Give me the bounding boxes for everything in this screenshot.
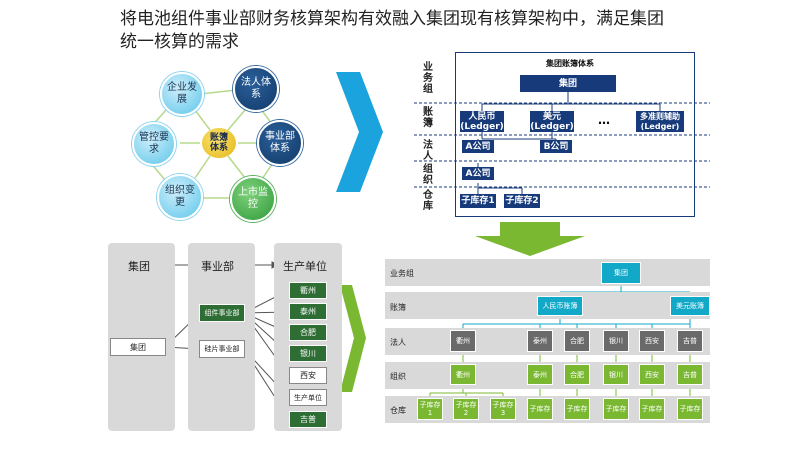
matrix-org-taizhou: 泰州 (527, 364, 553, 385)
matrix-org-jipu: 吉普 (677, 364, 703, 385)
matrix-org-yinchuan: 银川 (603, 364, 629, 385)
cycle-node-enterprise-dev: 企业发 展 (160, 72, 204, 116)
flow-division-module: 组件事业部 (199, 304, 245, 322)
matrix-legal-xian: 西安 (639, 330, 665, 352)
ledger-org-a: A公司 (462, 167, 494, 180)
matrix-warehouse-3: 子库存 3 (490, 398, 516, 420)
ledger-frame (455, 52, 695, 217)
transform-arrow-down (475, 222, 585, 256)
matrix-legal-jipu: 吉普 (677, 330, 703, 352)
matrix-legal-hefei: 合肥 (564, 330, 590, 352)
flow-division-wafer: 硅片事业部 (199, 340, 245, 358)
flow-header-unit: 生产单位 (283, 260, 327, 273)
ledger-legal-a: A公司 (462, 140, 494, 153)
flow-column-group (108, 243, 175, 431)
cycle-center-ledger: 账簿 体系 (202, 128, 236, 158)
flow-unit-yinchuan: 银川 (289, 345, 327, 362)
flow-unit-quzhou: 衢州 (289, 282, 327, 299)
matrix-legal-taizhou: 泰州 (527, 330, 553, 352)
flow-unit-hefei: 合肥 (289, 324, 327, 341)
transform-arrow-bottom (340, 285, 366, 392)
matrix-row-label-business-group: 业务组 (390, 269, 414, 278)
ledger-row-label-ledger: 账簿 (423, 107, 433, 129)
ledger-multi-gaap: 多准则辅助 (Ledger) (636, 111, 684, 132)
matrix-legal-quzhou: 衢州 (450, 330, 476, 352)
ledger-title: 集团账簿体系 (546, 59, 594, 68)
flow-unit-xian: 西安 (289, 367, 327, 384)
matrix-book-cny: 人民币账簿 (537, 296, 583, 316)
page-title: 将电池组件事业部财务核算架构有效融入集团现有核算架构中，满足集团统一核算的需求 (120, 9, 664, 52)
matrix-org-hefei: 合肥 (564, 364, 590, 385)
matrix-book-usd: 美元账簿 (670, 296, 710, 316)
matrix-row-label-legal: 法人 (390, 338, 406, 347)
cycle-node-label: 组织变 更 (165, 185, 195, 208)
matrix-warehouse-4: 子库存 (527, 398, 553, 420)
flow-unit-production: 生产单位 (289, 389, 327, 406)
matrix-row-label-warehouse: 仓库 (390, 406, 406, 415)
transform-arrow-top (336, 72, 383, 192)
matrix-warehouse-6: 子库存 (603, 398, 629, 420)
cycle-node-division-system: 事业部 体系 (257, 120, 303, 166)
matrix-warehouse-5: 子库存 (564, 398, 590, 420)
flow-header-division: 事业部 (201, 260, 234, 273)
cycle-node-listing-monitor: 上市监 控 (230, 176, 276, 222)
ledger-row-label-business-group: 业务组 (423, 62, 433, 95)
cycle-node-label: 法人体 系 (241, 77, 271, 100)
ledger-row-label-warehouse: 仓库 (423, 190, 433, 212)
ledger-row-label-legal: 法人 (423, 140, 433, 162)
cycle-node-label: 事业部 体系 (265, 131, 295, 154)
cycle-node-label: 管控要 求 (139, 132, 169, 155)
flow-column-division (188, 243, 255, 431)
matrix-group: 集团 (601, 262, 641, 284)
ledger-row-label-org: 组织 (423, 164, 433, 186)
ledger-warehouse-2: 子库存2 (504, 194, 540, 208)
matrix-row-label-org: 组织 (390, 372, 406, 381)
matrix-legal-yinchuan: 银川 (603, 330, 629, 352)
flow-header-group: 集团 (128, 260, 150, 273)
flow-unit-jipu: 吉普 (289, 411, 327, 428)
cycle-node-label: 企业发 展 (167, 82, 197, 105)
cycle-node-control-req: 管控要 求 (132, 122, 176, 166)
matrix-warehouse-8: 子库存 (677, 398, 703, 420)
matrix-warehouse-2: 子库存 2 (453, 398, 479, 420)
cycle-node-org-change: 组织变 更 (157, 174, 203, 220)
ledger-cny: 人民币 (Ledger) (460, 111, 504, 132)
matrix-row-label-ledger: 账簿 (390, 303, 406, 312)
matrix-org-xian: 西安 (639, 364, 665, 385)
ledger-warehouse-1: 子库存1 (460, 194, 496, 208)
ledger-usd: 美元 (Ledger) (530, 111, 574, 132)
matrix-warehouse-7: 子库存 (639, 398, 665, 420)
cycle-center-label: 账簿 体系 (209, 133, 228, 153)
matrix-band-business-group (385, 259, 710, 286)
cycle-node-legal-system: 法人体 系 (233, 66, 279, 112)
flow-unit-taizhou: 泰州 (289, 303, 327, 320)
cycle-node-label: 上市监 控 (238, 187, 268, 210)
flow-group-box: 集团 (110, 338, 166, 356)
ledger-legal-b: B公司 (540, 140, 572, 153)
ledger-group-box: 集团 (520, 75, 616, 92)
matrix-org-quzhou: 衢州 (450, 364, 476, 385)
matrix-warehouse-1: 子库存 1 (417, 398, 443, 420)
ledger-ellipsis: … (598, 113, 610, 127)
